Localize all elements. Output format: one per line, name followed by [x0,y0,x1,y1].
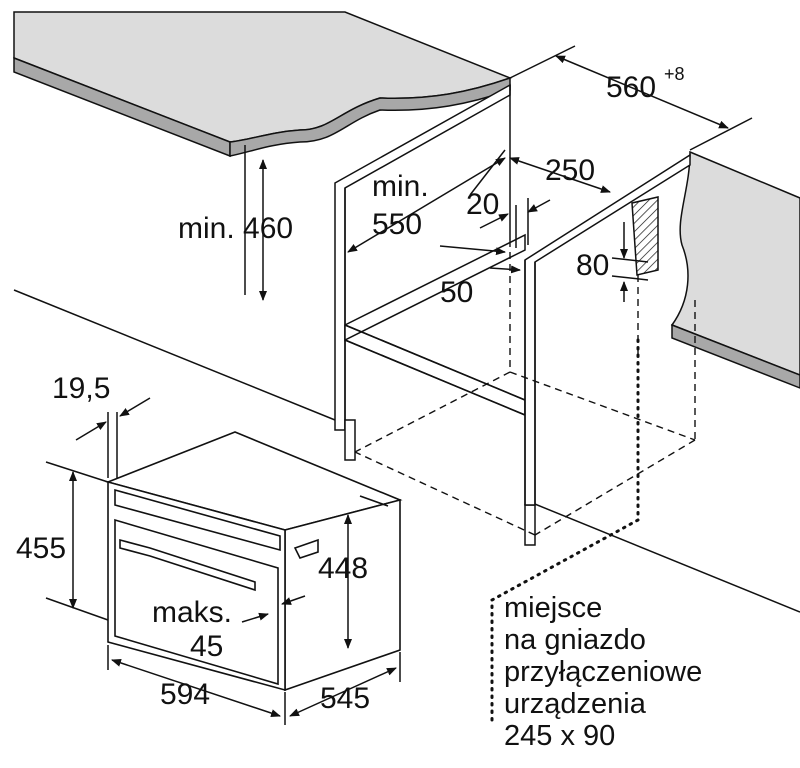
right-cabinet [524,153,691,506]
label-448: 448 [318,552,368,585]
left-cabinet [334,83,536,546]
label-455: 455 [16,532,66,565]
label-545: 545 [320,682,370,715]
label-80: 80 [576,249,609,282]
socket-area [631,196,659,276]
oven [105,431,403,692]
label-560-tolerance: +8 [664,64,685,84]
label-20: 20 [466,188,499,221]
oven-dimension-lines [45,397,401,725]
label-250: 250 [545,154,595,187]
socket-leader [490,338,640,724]
socket-note: miejsce na gniazdo przyłączeniowe urządz… [504,592,702,752]
cabinet-dimension-lines [244,45,753,302]
label-maks-45: 45 [190,630,223,663]
note-line: na gniazdo [504,624,646,656]
floor-lines [13,289,800,613]
note-line: urządzenia [504,688,647,720]
label-560: 560 [606,71,656,104]
label-19-5: 19,5 [52,372,110,405]
label-50: 50 [440,276,473,309]
note-line: przyłączeniowe [504,656,702,688]
label-min: min. [372,170,429,203]
note-line: 245 x 90 [504,720,615,752]
countertop-right [670,150,800,389]
label-594: 594 [160,678,210,711]
label-min-460: min. 460 [178,212,293,245]
note-line: miejsce [504,592,602,624]
label-maks: maks. [152,596,232,629]
label-550: 550 [372,208,422,241]
